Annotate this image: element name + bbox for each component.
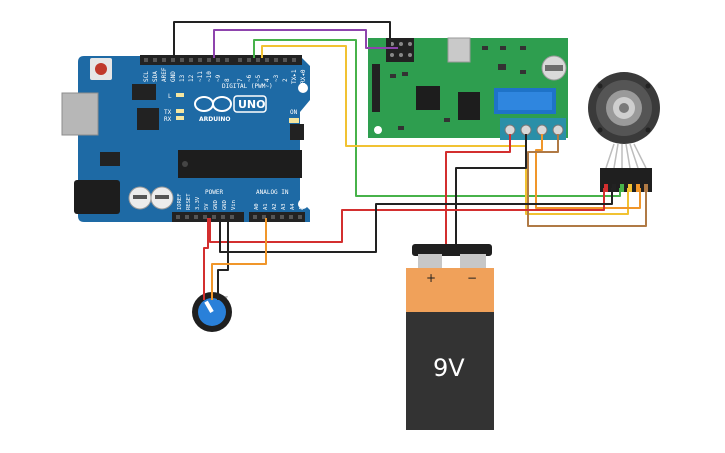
led-label-rx: RX (164, 116, 172, 123)
wire-green-encoder (253, 39, 621, 197)
pin-label-4: 4 (264, 78, 271, 82)
capacitor (150, 186, 174, 210)
analog-label: ANALOG IN (256, 189, 289, 196)
power-header[interactable] (172, 212, 244, 222)
pin-label-2: 2 (282, 78, 289, 82)
pin-label-gnd: GND (170, 71, 177, 82)
pin-label-10: ~10 (206, 71, 213, 82)
analog-header[interactable] (249, 212, 305, 222)
pin-label-scl: SCL (143, 71, 150, 82)
pin-label-tx: TX▸1 (291, 69, 298, 84)
atmega-chip (178, 150, 302, 178)
pin-label-reset: RESET (186, 193, 192, 210)
wire-brown-motor (527, 134, 647, 227)
pin-label-a0: A0 (254, 203, 260, 210)
arduino-logo: UNO ARDUINO (194, 95, 267, 123)
pin-label-5: ~5 (255, 74, 262, 82)
pin-label-5v: 5V (204, 203, 210, 210)
pin-label-gnd2: GND (222, 200, 228, 210)
wire-orange-pot (211, 218, 267, 300)
wire-black-gnd-top (173, 21, 391, 58)
pin-label-gnd1: GND (213, 200, 219, 210)
driver-chip (416, 86, 440, 110)
pin-label-3: ~3 (273, 74, 280, 82)
analog-pin-labels: A0 A1 A2 A3 A4 A5 (254, 203, 305, 210)
pin-label-rx: RX◂0 (300, 69, 307, 84)
wire-purple-pwm (213, 29, 398, 58)
battery-minus: − (467, 271, 477, 285)
pin-label-12: 12 (188, 74, 195, 82)
led-label-l: L (168, 93, 172, 100)
wires (173, 21, 647, 300)
pin-label-a4: A4 (290, 203, 296, 210)
pin-label-6: ~6 (246, 74, 253, 82)
digital-pin-labels: SCL SDA AREF GND 13 12 ~11 ~10 ~9 8 7 ~6… (143, 67, 307, 84)
brand-text: ARDUINO (199, 116, 230, 123)
wire-yellow-encoder (261, 45, 629, 215)
pin-label-13: 13 (179, 74, 186, 82)
pin-label-7: 7 (237, 78, 244, 82)
potentiometer[interactable] (192, 292, 232, 332)
usb-chip (137, 108, 159, 130)
arduino-uno-board[interactable]: SCL SDA AREF GND 13 12 ~11 ~10 ~9 8 7 ~6… (61, 55, 310, 222)
uno-logo-text: UNO (238, 98, 266, 111)
pin-label-sda: SDA (152, 71, 159, 82)
screw-terminal[interactable] (500, 118, 566, 140)
wire-black-pot (217, 218, 229, 300)
wire-orange-motor (535, 134, 641, 209)
icsp-header (132, 84, 156, 100)
pin-label-vin: Vin (231, 200, 237, 210)
battery-9v[interactable]: + − 9V (406, 244, 494, 430)
pin-label-ioref: IOREF (177, 193, 183, 210)
pin-label-8: 8 (224, 78, 231, 82)
digital-header[interactable] (140, 55, 302, 65)
dc-jack (74, 180, 120, 214)
reset-button[interactable] (90, 58, 112, 80)
pin-label-9: ~9 (215, 74, 222, 82)
pin-label-aref: AREF (161, 67, 168, 82)
battery-voltage-label: 9V (433, 354, 465, 382)
pin-label-3v3: 3.3V (195, 196, 201, 210)
wire-red-5v (209, 188, 605, 243)
encoder-connector[interactable] (600, 168, 652, 192)
capacitor (128, 186, 152, 210)
motor-driver-board[interactable] (368, 37, 568, 140)
pin-label-a2: A2 (272, 203, 278, 210)
wire-black-battery (455, 134, 527, 244)
pin-label-a3: A3 (281, 203, 287, 210)
driver-chip-2 (458, 92, 480, 120)
wire-black-gnd-bottom (219, 188, 613, 253)
power-pin-labels: IOREF RESET 3.3V 5V GND GND Vin (177, 193, 237, 210)
wire-red-pot (203, 218, 209, 300)
voltage-regulator (100, 152, 120, 166)
led-label-tx: TX (164, 109, 172, 116)
pin-label-a1: A1 (263, 203, 269, 210)
pin-label-a5: A5 (299, 203, 305, 210)
driver-usb (447, 37, 471, 63)
pin-label-11: ~11 (197, 71, 204, 82)
power-label: POWER (205, 189, 223, 196)
digital-label: DIGITAL (PWM~) (222, 83, 273, 90)
usb-port (61, 92, 99, 136)
encoder-motor[interactable] (588, 72, 660, 192)
battery-plus: + (426, 271, 436, 285)
led-label-on: ON (290, 109, 298, 116)
wire-red-battery (445, 134, 511, 244)
